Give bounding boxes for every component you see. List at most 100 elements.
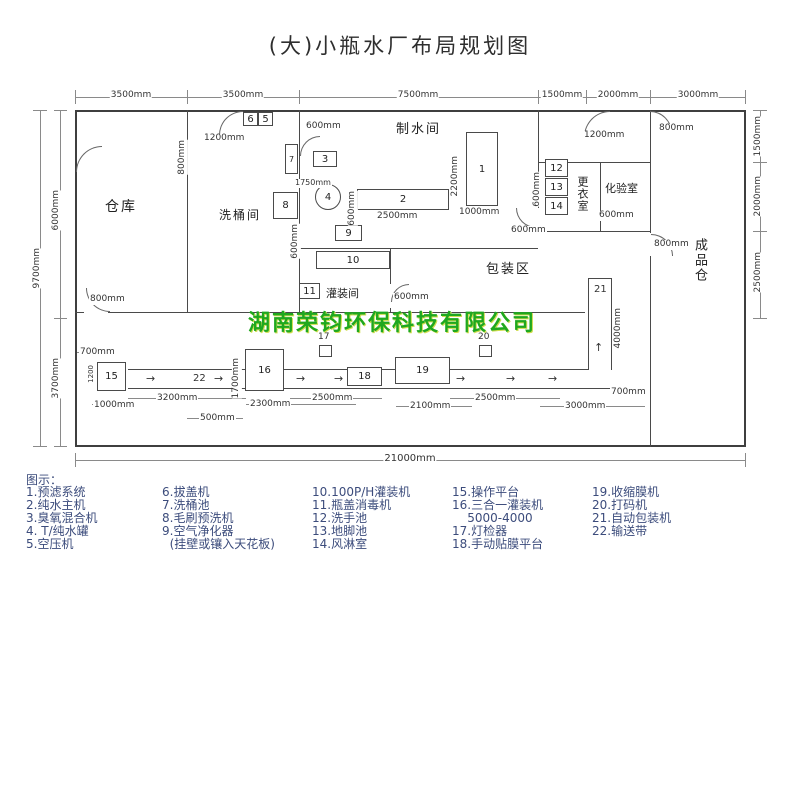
tick xyxy=(753,110,767,111)
wall-changing-bottom xyxy=(538,231,650,232)
equipment-box-9: 9 xyxy=(335,225,362,241)
dim-label: 2500mm xyxy=(753,252,764,293)
legend-item: 15.操作平台 xyxy=(452,485,520,499)
dim-label: 600mm xyxy=(393,292,430,303)
equipment-box-6: 6 xyxy=(243,112,258,126)
dim-label: 500mm xyxy=(199,413,236,424)
legend-item: 5000-4000 xyxy=(452,511,533,525)
legend-item: 4. T/纯水罐 xyxy=(26,524,89,538)
equipment-box-5: 5 xyxy=(258,112,273,126)
legend-item: 7.洗桶池 xyxy=(162,498,210,512)
dim-label: 1500mm xyxy=(753,116,764,157)
legend-column-4: 15.操作平台 16.三合一灌装机 5000-4000 17.灯检器 18.手动… xyxy=(452,486,543,551)
room-label-packaging: 包装区 xyxy=(486,262,532,277)
tick xyxy=(745,453,746,467)
flow-arrow-icon: → xyxy=(548,372,558,385)
room-label-barrel-wash: 洗桶间 xyxy=(219,208,262,222)
equipment-box-20 xyxy=(479,345,492,357)
legend-column-2: 6.拔盖机 7.洗桶池 8.毛刷预洗机 9.空气净化器 (挂壁或镶入天花板) xyxy=(162,486,275,551)
legend-item: 1.预滤系统 xyxy=(26,485,86,499)
equipment-label-21: 21 xyxy=(594,284,607,295)
wall-filling-right-stub xyxy=(390,308,391,312)
dim-label: 600mm xyxy=(290,224,301,259)
legend-item: 5.空压机 xyxy=(26,537,74,551)
legend-column-3: 10.100P/H灌装机 11.瓶盖消毒机 12.洗手池 13.地脚池 14.风… xyxy=(312,486,410,551)
room-label-warehouse: 仓库 xyxy=(105,199,137,215)
legend-item: 11.瓶盖消毒机 xyxy=(312,498,392,512)
equipment-box-13: 13 xyxy=(545,178,568,196)
equipment-box-11: 11 xyxy=(299,283,320,299)
equipment-box-8: 8 xyxy=(273,192,298,219)
dim-label: 3200mm xyxy=(156,393,199,404)
dim-label: 1500mm xyxy=(540,90,584,101)
equipment-box-18: 18 xyxy=(347,367,382,386)
legend-item: 20.打码机 xyxy=(592,498,648,512)
equipment-box-7: 7 xyxy=(285,144,298,174)
conveyor-belt-vertical xyxy=(588,278,612,370)
equipment-tank-4: 4 xyxy=(315,184,341,210)
flow-arrow-up-icon: ↑ xyxy=(594,341,604,354)
tick xyxy=(187,90,188,104)
flow-arrow-icon: → xyxy=(456,372,466,385)
wall-waterroom-bottom xyxy=(299,248,538,249)
wall-mid-horizontal xyxy=(108,312,585,313)
legend-item: 16.三合一灌装机 xyxy=(452,498,544,512)
tick xyxy=(75,90,76,104)
dim-label: 3500mm xyxy=(109,90,153,101)
dim-label: 2500mm xyxy=(474,393,517,404)
legend-heading: 图示： xyxy=(26,473,63,487)
page-title: (大)小瓶水厂布局规划图 xyxy=(268,34,532,58)
legend-column-1: 1.预滤系统 2.纯水主机 3.臭氧混合机 4. T/纯水罐 5.空压机 xyxy=(26,486,97,551)
dim-label: 800mm xyxy=(653,239,690,250)
dim-label: 1200mm xyxy=(203,133,246,144)
tick xyxy=(753,162,767,163)
legend-item: (挂壁或镶入天花板) xyxy=(162,537,275,551)
dim-label: 1000mm xyxy=(93,400,136,411)
company-watermark: 湖南荣钧环保科技有限公司 xyxy=(248,311,537,336)
tick xyxy=(54,446,67,447)
room-label-lab: 化验室 xyxy=(605,182,638,195)
flow-arrow-icon: → xyxy=(296,372,306,385)
flow-arrow-icon: → xyxy=(146,372,156,385)
dim-label: 3000mm xyxy=(564,401,607,412)
legend-item: 14.风淋室 xyxy=(312,537,368,551)
dim-label: 2500mm xyxy=(376,211,419,222)
dim-label: 1750mm xyxy=(294,178,332,188)
wall-barrelwash-right xyxy=(299,110,300,312)
tick xyxy=(54,110,67,111)
equipment-box-19: 19 xyxy=(395,357,450,384)
dim-label: 800mm xyxy=(89,294,126,305)
dim-label: 2100mm xyxy=(409,401,452,412)
dim-label: 2200mm xyxy=(450,156,461,197)
equipment-box-10: 10 xyxy=(316,251,390,269)
wall-finished-left-lower xyxy=(650,256,651,447)
legend-item: 10.100P/H灌装机 xyxy=(312,485,411,499)
tick xyxy=(33,110,47,111)
wall-finished-left-upper xyxy=(650,110,651,233)
equipment-box-17 xyxy=(319,345,332,357)
dim-line xyxy=(60,110,61,447)
legend-item: 3.臭氧混合机 xyxy=(26,511,98,525)
dim-label: 600mm xyxy=(305,121,342,132)
dim-line xyxy=(246,404,356,405)
dim-label: 600mm xyxy=(510,225,547,236)
equipment-box-1: 1 xyxy=(466,132,498,206)
wall-mid-left-stub xyxy=(75,312,84,313)
dim-label: 4000mm xyxy=(613,308,624,349)
equipment-box-15: 15 xyxy=(97,362,126,391)
dim-label: 1200 xyxy=(87,365,96,383)
dim-label: 3500mm xyxy=(221,90,265,101)
room-label-filling: 灌装间 xyxy=(326,287,359,300)
dim-label: 700mm xyxy=(79,347,116,358)
room-label-changing: 更衣室 xyxy=(576,176,589,212)
tick xyxy=(299,90,300,104)
dim-label: 21000mm xyxy=(383,453,437,464)
tick xyxy=(54,318,67,319)
dim-label: 6000mm xyxy=(51,190,62,231)
dim-label: 9700mm xyxy=(32,248,43,289)
tick xyxy=(33,446,47,447)
legend-item: 8.毛刷预洗机 xyxy=(162,511,234,525)
equipment-box-12: 12 xyxy=(545,159,568,177)
tick xyxy=(745,90,746,104)
equipment-box-16: 16 xyxy=(245,349,284,391)
